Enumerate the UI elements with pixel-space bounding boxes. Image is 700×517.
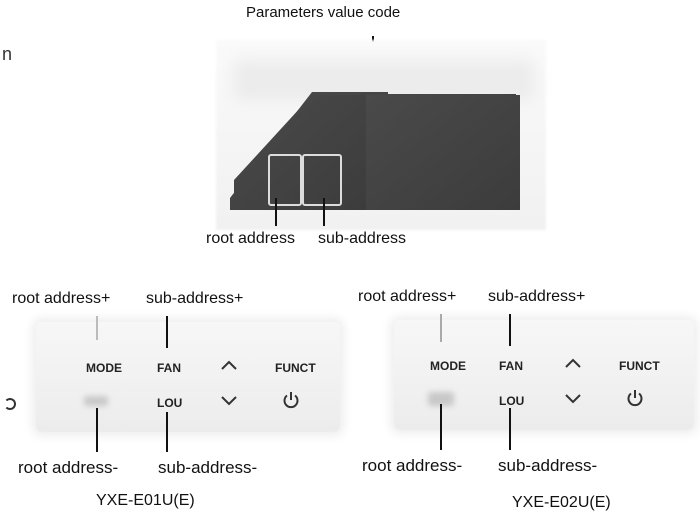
right-root-minus-line	[440, 404, 442, 450]
right-fan-key[interactable]: FAN	[499, 359, 523, 373]
right-mode-key[interactable]: MODE	[430, 359, 466, 373]
root-address-label: root address	[206, 230, 295, 247]
cropped-edge-mark	[4, 398, 16, 410]
right-up-icon[interactable]	[563, 356, 583, 370]
lcd-display	[230, 92, 520, 210]
sub-address-pointer-line	[323, 198, 325, 226]
cropped-text-fragment: n	[2, 44, 13, 64]
parameters-value-code-label: Parameters value code	[246, 4, 401, 21]
left-root-address-plus-label: root address+	[12, 290, 111, 307]
root-address-digit	[268, 154, 302, 206]
sub-address-digit	[302, 154, 342, 206]
left-sub-plus-line	[166, 316, 168, 348]
left-root-minus-line	[96, 408, 98, 452]
left-sub-address-plus-label: sub-address+	[146, 290, 244, 307]
left-root-address-minus-label: root address-	[18, 458, 119, 477]
sub-address-label: sub-address	[318, 230, 407, 247]
left-sub-address-minus-label: sub-address-	[158, 458, 258, 477]
left-mode-key[interactable]: MODE	[86, 361, 122, 375]
left-model-label: YXE-E01U(E)	[96, 492, 195, 509]
left-up-icon[interactable]	[219, 358, 239, 372]
right-lou-key[interactable]: LOU	[499, 394, 525, 408]
left-down-icon[interactable]	[219, 394, 239, 408]
root-address-pointer-line	[275, 198, 277, 226]
left-fan-key[interactable]: FAN	[157, 361, 181, 375]
right-sub-plus-line	[509, 314, 511, 346]
right-down-icon[interactable]	[563, 392, 583, 406]
right-blurred-button	[428, 392, 454, 406]
right-model-label: YXE-E02U(E)	[512, 494, 611, 511]
left-blurred-button	[84, 396, 108, 406]
right-sub-minus-line	[509, 408, 511, 450]
right-power-icon[interactable]	[626, 389, 644, 407]
right-root-address-plus-label: root address+	[358, 288, 457, 305]
left-funct-key[interactable]: FUNCT	[275, 361, 316, 375]
right-control-panel	[394, 320, 694, 430]
right-sub-address-plus-label: sub-address+	[488, 288, 586, 305]
right-root-address-minus-label: root address-	[362, 456, 463, 475]
left-sub-minus-line	[166, 412, 168, 452]
right-root-plus-line	[440, 314, 442, 342]
right-funct-key[interactable]: FUNCT	[619, 359, 660, 373]
left-root-plus-line	[96, 316, 98, 340]
left-power-icon[interactable]	[282, 391, 300, 409]
left-control-panel	[36, 322, 340, 432]
left-lou-key[interactable]: LOU	[157, 396, 183, 410]
right-sub-address-minus-label: sub-address-	[498, 456, 598, 475]
display-panel	[216, 40, 546, 230]
